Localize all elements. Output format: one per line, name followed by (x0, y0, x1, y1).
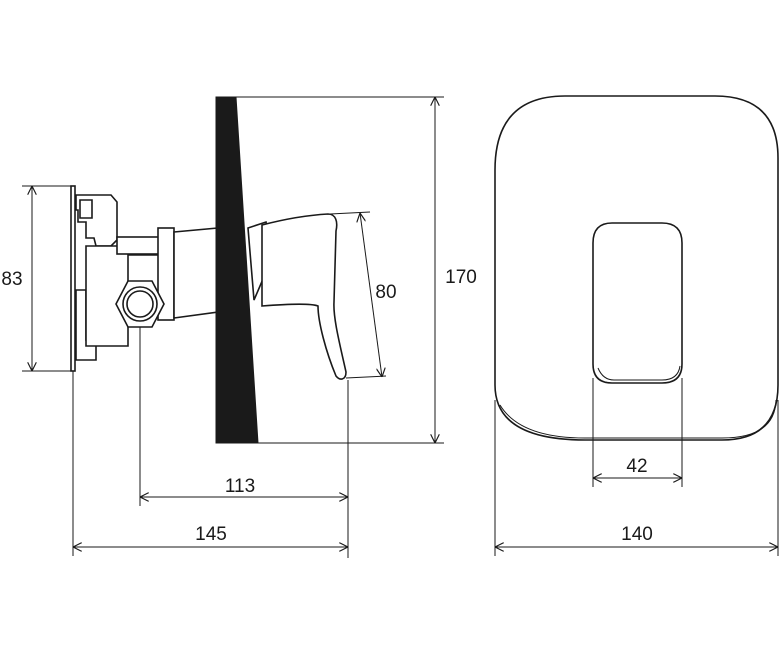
dim-label-145: 145 (195, 524, 227, 545)
outlet-nut (115, 280, 165, 328)
lever-face (592, 222, 683, 384)
dim-cover-inner-width: 42 (592, 378, 683, 487)
side-view: 83 80 170 113 145 (1, 96, 477, 558)
dim-label-113: 113 (225, 476, 255, 497)
dim-label-80: 80 (375, 282, 396, 303)
dim-label-140: 140 (621, 524, 653, 545)
dim-total-depth: 145 (72, 371, 348, 556)
dim-label-83: 83 (1, 269, 22, 290)
dim-handle-height: 80 (329, 211, 397, 379)
dim-backplate-height: 83 (1, 185, 71, 372)
dim-total-height: 170 (236, 96, 477, 444)
dim-label-170: 170 (445, 267, 477, 288)
front-view: 42 140 (494, 95, 779, 556)
dim-label-42: 42 (626, 456, 647, 477)
dim-outlet-depth: 113 (139, 327, 349, 558)
dim-cover-width: 140 (494, 400, 779, 556)
lever-handle (247, 213, 347, 380)
valve-body (85, 227, 219, 347)
wall-plate (70, 185, 76, 372)
